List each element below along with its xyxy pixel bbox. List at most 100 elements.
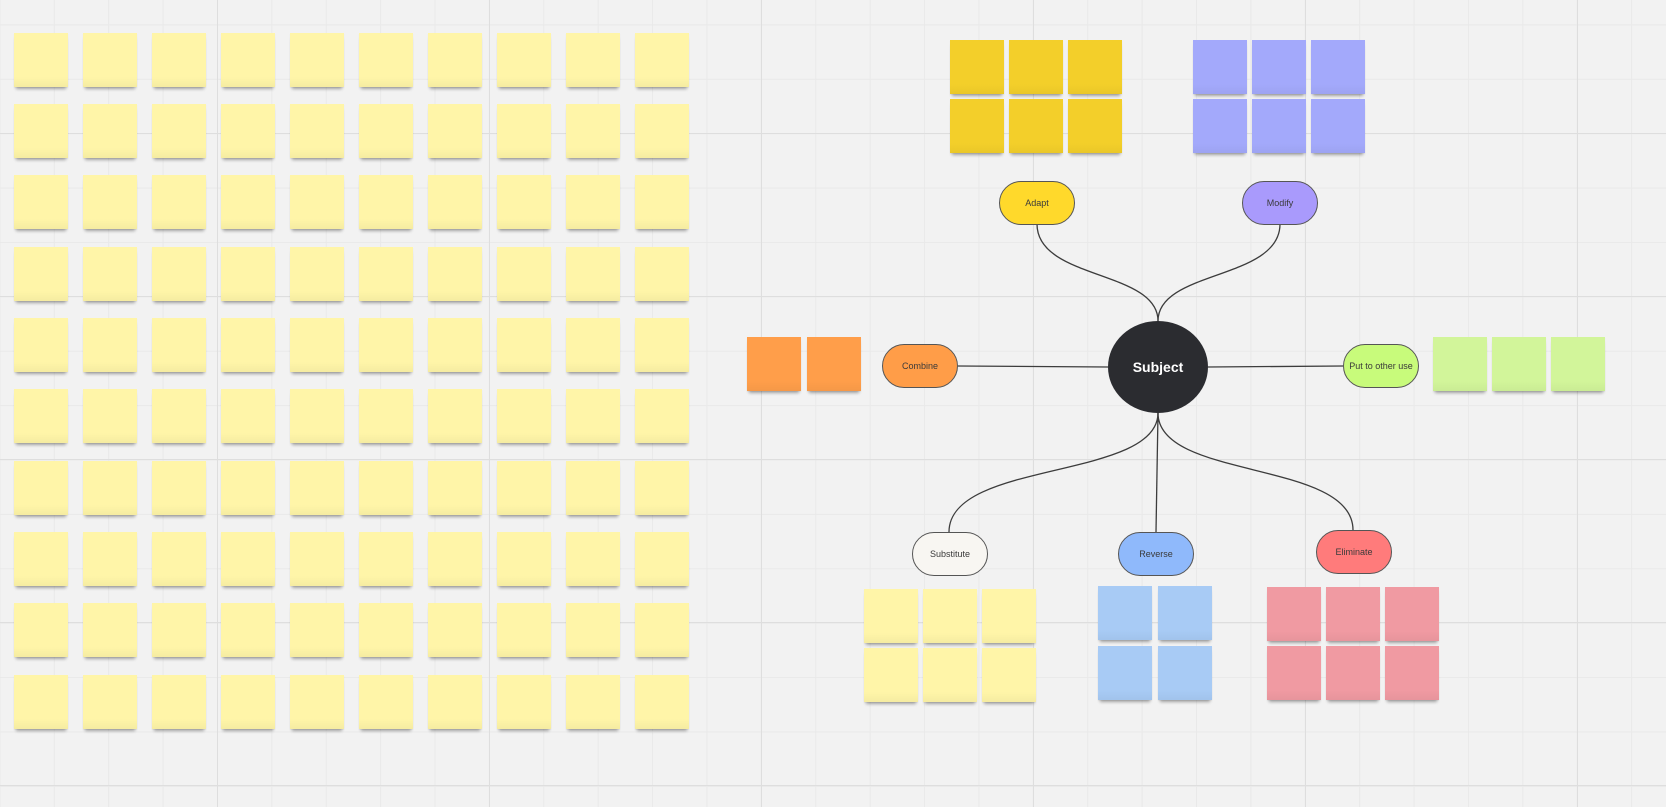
sticky-note[interactable]	[1492, 337, 1546, 391]
sticky-note[interactable]	[497, 104, 551, 158]
sticky-note[interactable]	[428, 175, 482, 229]
sticky-note[interactable]	[428, 675, 482, 729]
sticky-note[interactable]	[1267, 646, 1321, 700]
sticky-note[interactable]	[1098, 586, 1152, 640]
sticky-note[interactable]	[635, 33, 689, 87]
sticky-note[interactable]	[359, 33, 413, 87]
sticky-note[interactable]	[635, 318, 689, 372]
sticky-note[interactable]	[428, 318, 482, 372]
sticky-note[interactable]	[635, 175, 689, 229]
sticky-note[interactable]	[290, 532, 344, 586]
sticky-note[interactable]	[152, 675, 206, 729]
sticky-note[interactable]	[221, 247, 275, 301]
sticky-note[interactable]	[1068, 99, 1122, 153]
sticky-note[interactable]	[1326, 587, 1380, 641]
sticky-note[interactable]	[428, 532, 482, 586]
sticky-note[interactable]	[1267, 587, 1321, 641]
sticky-note[interactable]	[221, 33, 275, 87]
sticky-note[interactable]	[290, 389, 344, 443]
sticky-note[interactable]	[1193, 40, 1247, 94]
sticky-note[interactable]	[359, 461, 413, 515]
sticky-note[interactable]	[14, 318, 68, 372]
sticky-note[interactable]	[566, 247, 620, 301]
sticky-note[interactable]	[83, 389, 137, 443]
sticky-note[interactable]	[290, 603, 344, 657]
sticky-note[interactable]	[152, 461, 206, 515]
sticky-note[interactable]	[152, 104, 206, 158]
sticky-note[interactable]	[1158, 646, 1212, 700]
sticky-note[interactable]	[152, 175, 206, 229]
sticky-note[interactable]	[83, 247, 137, 301]
sticky-note[interactable]	[747, 337, 801, 391]
sticky-note[interactable]	[290, 175, 344, 229]
sticky-note[interactable]	[221, 175, 275, 229]
sticky-note[interactable]	[428, 247, 482, 301]
sticky-note[interactable]	[14, 33, 68, 87]
sticky-note[interactable]	[14, 603, 68, 657]
sticky-note[interactable]	[566, 675, 620, 729]
sticky-note[interactable]	[566, 175, 620, 229]
sticky-note[interactable]	[359, 389, 413, 443]
sticky-note[interactable]	[1385, 646, 1439, 700]
sticky-note[interactable]	[152, 532, 206, 586]
sticky-note[interactable]	[152, 33, 206, 87]
sticky-note[interactable]	[566, 603, 620, 657]
sticky-note[interactable]	[497, 175, 551, 229]
sticky-note[interactable]	[359, 675, 413, 729]
sticky-note[interactable]	[566, 461, 620, 515]
sticky-note[interactable]	[359, 532, 413, 586]
sticky-note[interactable]	[923, 589, 977, 643]
sticky-note[interactable]	[14, 532, 68, 586]
sticky-note[interactable]	[497, 389, 551, 443]
sticky-note[interactable]	[1158, 586, 1212, 640]
sticky-note[interactable]	[428, 33, 482, 87]
sticky-note[interactable]	[497, 532, 551, 586]
sticky-note[interactable]	[1009, 40, 1063, 94]
sticky-note[interactable]	[14, 675, 68, 729]
sticky-note[interactable]	[221, 603, 275, 657]
sticky-note[interactable]	[428, 461, 482, 515]
sticky-note[interactable]	[1009, 99, 1063, 153]
sticky-note[interactable]	[1098, 646, 1152, 700]
sticky-note[interactable]	[359, 175, 413, 229]
sticky-note[interactable]	[14, 104, 68, 158]
sticky-note[interactable]	[864, 589, 918, 643]
node-combine[interactable]: Combine	[882, 344, 958, 388]
sticky-note[interactable]	[83, 104, 137, 158]
sticky-note[interactable]	[359, 104, 413, 158]
sticky-note[interactable]	[83, 532, 137, 586]
sticky-note[interactable]	[152, 247, 206, 301]
sticky-note[interactable]	[290, 675, 344, 729]
sticky-note[interactable]	[982, 589, 1036, 643]
sticky-note[interactable]	[497, 603, 551, 657]
sticky-note[interactable]	[221, 389, 275, 443]
sticky-note[interactable]	[83, 461, 137, 515]
sticky-note[interactable]	[1193, 99, 1247, 153]
node-modify[interactable]: Modify	[1242, 181, 1318, 225]
sticky-note[interactable]	[83, 603, 137, 657]
sticky-note[interactable]	[1311, 99, 1365, 153]
sticky-note[interactable]	[1068, 40, 1122, 94]
sticky-note[interactable]	[566, 318, 620, 372]
sticky-note[interactable]	[635, 389, 689, 443]
sticky-note[interactable]	[83, 175, 137, 229]
sticky-note[interactable]	[290, 247, 344, 301]
sticky-note[interactable]	[497, 461, 551, 515]
sticky-note[interactable]	[428, 603, 482, 657]
sticky-note[interactable]	[497, 33, 551, 87]
sticky-note[interactable]	[83, 318, 137, 372]
sticky-note[interactable]	[635, 461, 689, 515]
sticky-note[interactable]	[359, 603, 413, 657]
sticky-note[interactable]	[497, 247, 551, 301]
sticky-note[interactable]	[428, 104, 482, 158]
sticky-note[interactable]	[864, 648, 918, 702]
sticky-note[interactable]	[1433, 337, 1487, 391]
sticky-note[interactable]	[152, 603, 206, 657]
sticky-note[interactable]	[497, 675, 551, 729]
sticky-note[interactable]	[566, 104, 620, 158]
sticky-note[interactable]	[359, 247, 413, 301]
sticky-note[interactable]	[221, 532, 275, 586]
node-eliminate[interactable]: Eliminate	[1316, 530, 1392, 574]
sticky-note[interactable]	[950, 40, 1004, 94]
